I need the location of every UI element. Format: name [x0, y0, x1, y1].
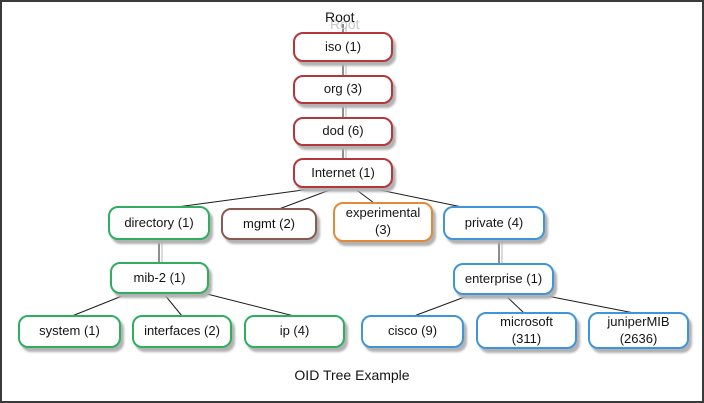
- node-label: dod (6): [322, 123, 364, 139]
- connector-mib-2-interfaces: [163, 293, 183, 317]
- node-label: microsoft: [500, 313, 553, 329]
- tree-node-mgmt: mgmt (2): [221, 208, 317, 240]
- tree-node-dod: dod (6): [293, 117, 393, 146]
- node-label: experimental: [345, 205, 421, 221]
- node-label: org (3): [323, 81, 363, 97]
- node-label: Internet (1): [311, 164, 375, 180]
- node-label: cisco (9): [387, 323, 438, 339]
- node-label: juniperMIB: [607, 313, 670, 329]
- connector-internet-directory: [176, 187, 319, 208]
- node-label: ip (4): [279, 323, 310, 339]
- tree-node-interfaces: interfaces (2): [132, 315, 232, 348]
- root-label-shadow: Root: [330, 16, 360, 32]
- connector-enterprise-cisco: [413, 294, 471, 317]
- tree-node-system: system (1): [18, 315, 121, 348]
- node-label: directory (1): [124, 214, 194, 230]
- node-label: enterprise (1): [464, 270, 543, 286]
- tree-node-internet: Internet (1): [293, 158, 393, 188]
- node-label: (3): [375, 222, 391, 237]
- node-label: iso (1): [324, 38, 362, 54]
- tree-node-experimental: experimental(3): [333, 202, 433, 242]
- node-label: interfaces (2): [144, 323, 220, 339]
- node-label: (2636): [619, 330, 658, 346]
- tree-node-private: private (4): [443, 206, 545, 240]
- tree-node-ip: ip (4): [244, 315, 345, 348]
- connector-mib-2-system: [71, 293, 128, 317]
- tree-node-iso: iso (1): [293, 32, 393, 62]
- connector-mib-2-ip: [206, 293, 295, 317]
- connector-enterprise-microsoft: [504, 294, 525, 314]
- node-label: mgmt (2): [243, 215, 295, 231]
- tree-node-juniperMIB: juniperMIB(2636): [588, 312, 689, 349]
- node-label: private (4): [464, 214, 524, 230]
- tree-node-directory: directory (1): [108, 206, 210, 240]
- tree-node-mib-2: mib-2 (1): [110, 262, 209, 294]
- connector-internet-experimental: [353, 187, 375, 204]
- node-label: system (1): [39, 323, 100, 339]
- root-label: Root: [325, 9, 355, 25]
- diagram-caption: OID Tree Example: [294, 367, 410, 383]
- tree-node-org: org (3): [293, 75, 393, 104]
- connector-enterprise-juniperMIB: [541, 294, 635, 314]
- tree-node-microsoft: microsoft(311): [476, 312, 577, 349]
- node-label: (311): [511, 330, 542, 346]
- connector-internet-mgmt: [278, 187, 336, 210]
- tree-node-enterprise: enterprise (1): [453, 263, 554, 295]
- tree-node-cisco: cisco (9): [361, 315, 464, 348]
- node-label: mib-2 (1): [133, 269, 186, 285]
